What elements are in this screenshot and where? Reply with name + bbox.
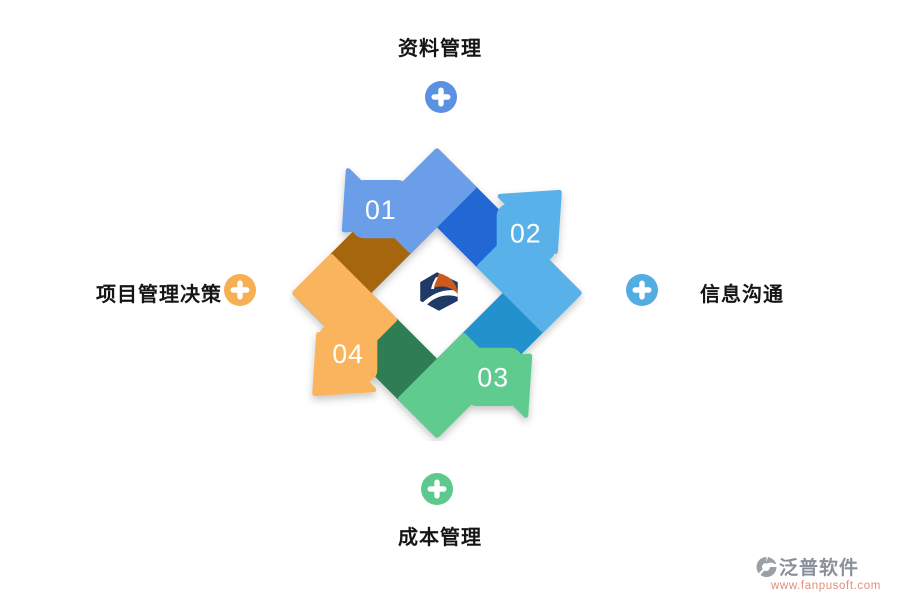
plus-button-left[interactable] — [223, 273, 257, 307]
plus-button-right[interactable] — [625, 273, 659, 307]
step-label-right: 信息沟通 — [700, 284, 784, 306]
brand-url: www.fanpusoft.com — [771, 580, 881, 592]
brand-name: 泛普软件 — [779, 558, 860, 579]
watermark-logo-icon — [756, 556, 777, 577]
plus-icon — [224, 274, 256, 306]
ribbon-02 — [476, 189, 582, 332]
ribbon-01-chip — [351, 180, 410, 239]
step-number-03: 03 — [477, 363, 509, 393]
plus-icon — [626, 274, 658, 306]
center-logo-icon — [420, 272, 458, 311]
step-label-top: 资料管理 — [398, 38, 482, 60]
ribbon-01 — [341, 148, 476, 254]
ribbon-03-chip — [464, 347, 523, 406]
ribbon-02-chip — [496, 203, 555, 262]
step-number-04: 04 — [332, 339, 364, 369]
plus-icon — [425, 81, 457, 113]
plus-button-top[interactable] — [424, 80, 458, 114]
step-label-left: 项目管理决策 — [96, 284, 222, 306]
ribbon-04 — [292, 254, 398, 397]
plus-button-bottom[interactable] — [420, 472, 454, 506]
step-label-bottom: 成本管理 — [398, 527, 482, 549]
ribbon-04-chip — [319, 324, 378, 383]
watermark: 泛普软件 www.fanpusoft.com — [756, 553, 896, 592]
plus-icon — [421, 473, 453, 505]
ribbon-03 — [398, 332, 533, 438]
step-number-02: 02 — [510, 219, 542, 249]
cycle-diagram: 01 02 03 04 — [289, 145, 585, 441]
step-number-01: 01 — [365, 195, 397, 225]
